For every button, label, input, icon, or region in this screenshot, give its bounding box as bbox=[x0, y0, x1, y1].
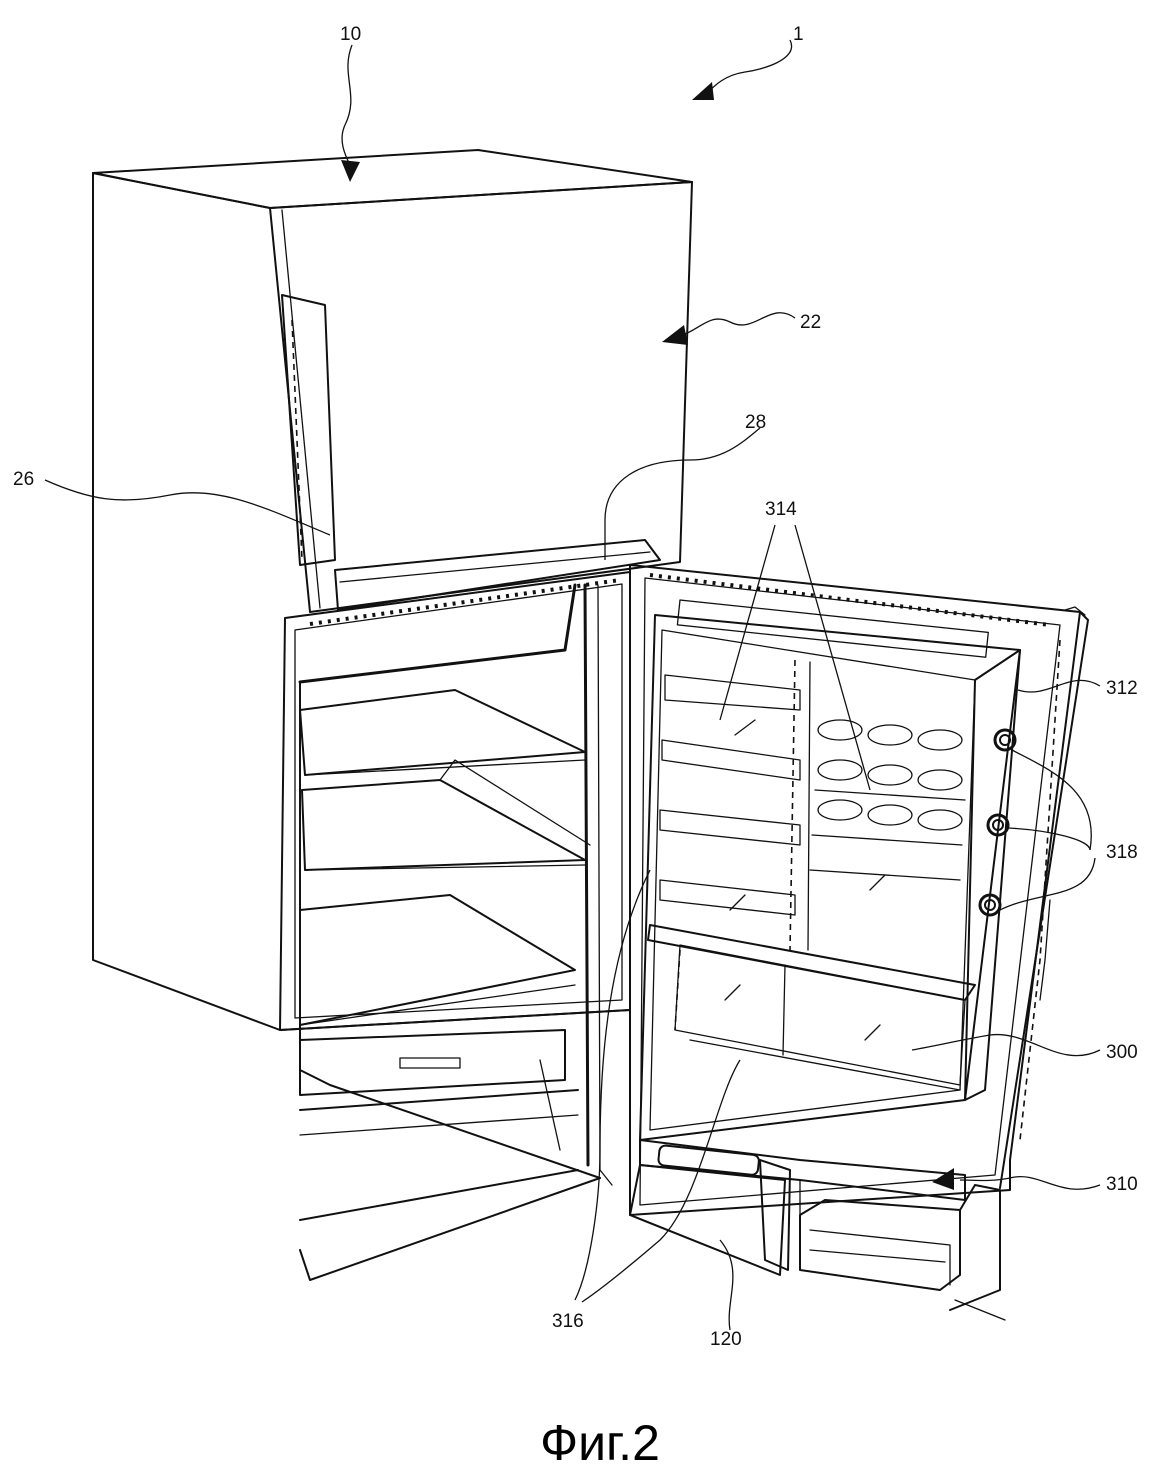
label-316: 316 bbox=[552, 1311, 584, 1332]
bottle-rack bbox=[809, 719, 966, 891]
label-22: 22 bbox=[800, 312, 821, 333]
leader-lines bbox=[44, 39, 1101, 1331]
label-310: 310 bbox=[1106, 1174, 1138, 1195]
fridge-compartment bbox=[279, 571, 631, 1281]
fridge-door bbox=[629, 564, 1089, 1321]
label-318: 318 bbox=[1106, 842, 1138, 863]
label-300: 300 bbox=[1106, 1042, 1138, 1063]
label-312: 312 bbox=[1106, 678, 1138, 699]
label-120: 120 bbox=[710, 1329, 742, 1350]
label-314: 314 bbox=[765, 499, 797, 520]
refrigerator-cabinet bbox=[92, 149, 693, 1031]
freezer-door bbox=[269, 181, 693, 613]
label-28: 28 bbox=[745, 412, 766, 433]
label-1: 1 bbox=[793, 24, 804, 45]
figure-caption: Фиг.2 bbox=[540, 1415, 660, 1471]
label-10: 10 bbox=[340, 24, 361, 45]
reference-labels: 1 10 22 26 28 314 312 318 300 310 316 12… bbox=[13, 24, 1138, 1350]
label-26: 26 bbox=[13, 469, 34, 490]
